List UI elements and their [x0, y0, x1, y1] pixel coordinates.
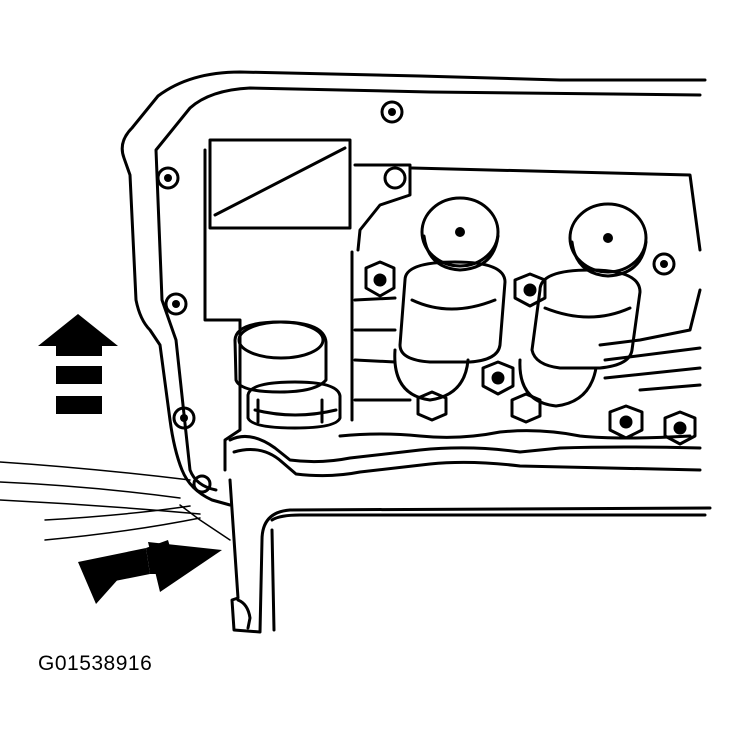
- bolt-under-right-solenoid: [510, 392, 542, 424]
- double-chevron-right-icon: [78, 540, 222, 604]
- solenoid-cap-left: [420, 196, 500, 268]
- bolt-far-right: [663, 410, 697, 446]
- solenoid-body-right: [530, 268, 642, 370]
- gasket-line: [228, 434, 702, 464]
- flange-hole: [383, 166, 407, 190]
- ground-line-4: [44, 505, 191, 521]
- filter-seal-ring: [246, 380, 342, 430]
- flange-hole: [652, 252, 676, 276]
- solenoid-body-left: [398, 260, 507, 364]
- housing-diagonal: [213, 146, 347, 217]
- oil-pan-outline: [228, 478, 712, 634]
- flange-hole: [164, 292, 188, 316]
- up-arrow-icon: [38, 314, 118, 414]
- housing-top-ledge: [410, 166, 702, 252]
- ground-line-2: [0, 481, 181, 499]
- bolt-under-left-solenoid: [416, 390, 448, 422]
- ground-line-1: [0, 461, 191, 481]
- flange-hole: [380, 100, 404, 124]
- valve-body-right-frame: [598, 288, 702, 347]
- valve-body-housing: [208, 138, 352, 230]
- bolt-upper-middle: [513, 272, 547, 308]
- housing-upper-frame: [353, 163, 412, 252]
- flange-hole: [156, 166, 180, 190]
- bolt-lower-middle: [481, 360, 515, 396]
- case-flange-outline: [120, 70, 707, 507]
- flange-hole: [172, 406, 196, 430]
- bolt-upper-left: [364, 260, 396, 298]
- figure-id-label: G01538916: [38, 652, 153, 675]
- ground-line-5: [44, 517, 201, 541]
- ground-line-3: [0, 499, 201, 515]
- flange-hole: [192, 474, 212, 494]
- bolt-lower-right: [608, 404, 644, 440]
- case-flange-inner: [154, 86, 702, 492]
- housing-side: [203, 148, 242, 472]
